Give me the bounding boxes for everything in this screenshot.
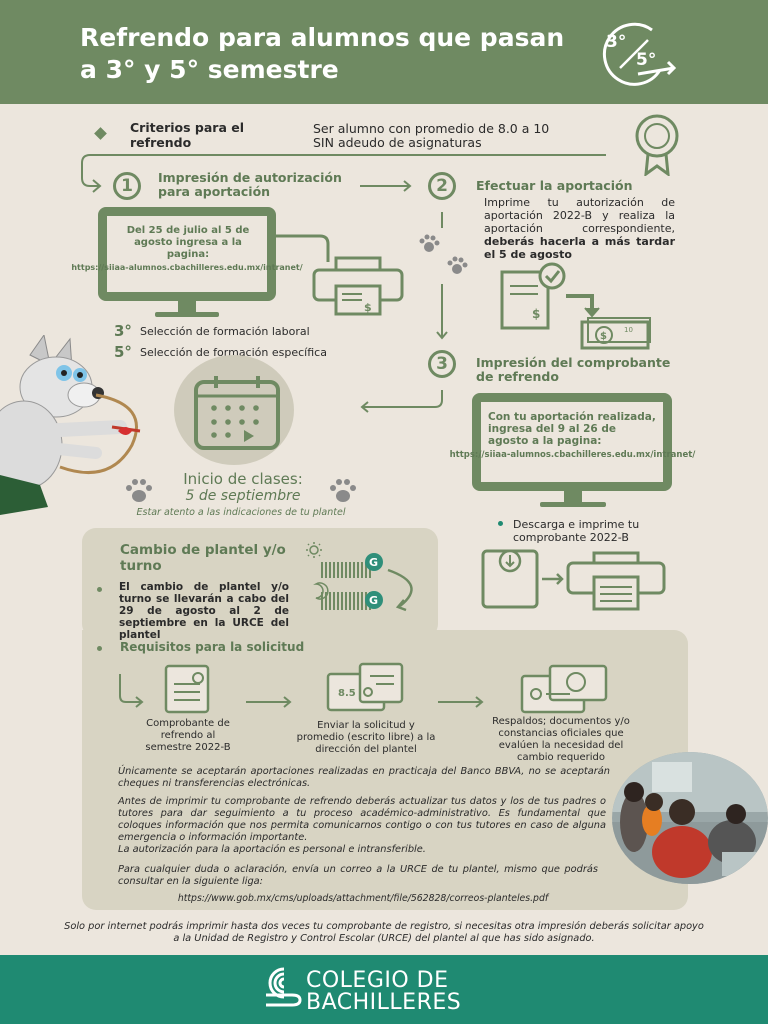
step3-number: 3: [428, 350, 456, 378]
step1-url[interactable]: https://siiaa-alumnos.cbachilleres.edu.m…: [71, 263, 303, 272]
requirement-2: Enviar la solicitud y promedio (escrito …: [296, 720, 436, 755]
step3-screen-text: Con tu aportación realizada, ingresa del…: [488, 411, 656, 447]
step3-url[interactable]: https://siiaa-alumnos.cbachilleres.edu.m…: [449, 450, 696, 460]
semester-5-text: Selección de formación específica: [140, 346, 327, 359]
step2-title: Efectuar la aportación: [476, 178, 633, 193]
footer-line2: BACHILLERES: [306, 990, 462, 1015]
classes-note: Estar atento a las indicaciones de tu pl…: [136, 507, 346, 518]
badge-bottom: 5°: [636, 50, 657, 70]
step2-text-regular: Imprime tu autorización de aportación 20…: [484, 196, 675, 235]
paw-icon: [447, 256, 468, 274]
step2-text-bold: deberás hacerla a más tardar el 5 de ago…: [484, 235, 675, 261]
monitor-stand: [178, 301, 196, 313]
notes-url[interactable]: https://www.gob.mx/cms/uploads/attachmen…: [177, 893, 549, 904]
criteria-line1: Ser alumno con promedio de 8.0 a 10: [313, 121, 550, 136]
step3-download: Descarga e imprime tu comprobante 2022-B: [513, 518, 640, 544]
change-title: Cambio de plantel y/o turno: [120, 542, 286, 574]
grade-label: 8.5: [338, 688, 356, 699]
monitor-base: [540, 502, 606, 507]
classes-title: Inicio de clases:: [183, 470, 303, 488]
criteria-line2: SIN adeudo de asignaturas: [313, 135, 482, 150]
classroom-photo-art: [612, 752, 768, 884]
badge-top: 3°: [606, 32, 627, 52]
paw-icon: [126, 479, 152, 502]
footer-bar: [0, 955, 768, 1024]
semester-3-text: Selección de formación laboral: [140, 325, 310, 338]
bullet-dot: [97, 587, 102, 592]
step1-screen-text: Del 25 de julio al 5 de agosto ingresa a…: [126, 225, 250, 260]
shift-change-icon: G G: [306, 542, 413, 612]
certificate-icon: [635, 114, 679, 176]
monitor-base: [155, 312, 219, 317]
step3-title: Impresión del comprobante de refrendo: [476, 355, 671, 384]
paw-icon: [330, 479, 356, 502]
classroom-photo: [612, 752, 768, 884]
circular-arrow-icon: [602, 22, 677, 86]
calendar-icon: [194, 376, 280, 450]
payment-document-icon: $ $ 10: [500, 262, 651, 350]
bullet-dot: [498, 521, 503, 526]
note-2: Antes de imprimir tu comprobante de refr…: [118, 796, 606, 843]
step2-number: 2: [428, 172, 456, 200]
change-text: El cambio de plantel y/o turno se llevar…: [119, 581, 289, 641]
download-print-icon: [481, 549, 666, 611]
paw-icon: [419, 234, 440, 252]
svg-text:10: 10: [624, 326, 633, 334]
step1-number: 1: [113, 172, 141, 200]
requirements-flow: 8.5: [119, 662, 608, 714]
svg-text:$: $: [600, 331, 607, 342]
svg-text:$: $: [364, 301, 372, 314]
monitor-stand: [564, 491, 582, 503]
step1-title: Impresión de autorización para aportació…: [158, 170, 342, 199]
svg-text:G: G: [369, 594, 378, 607]
printer-icon: $: [312, 256, 404, 316]
semester-5-num: 5°: [114, 343, 132, 361]
requirements-title: Requisitos para la solicitud: [120, 640, 305, 654]
bottom-note: Solo por internet podrás imprimir hasta …: [64, 921, 704, 944]
svg-text:G: G: [369, 556, 378, 569]
colegio-logo-icon: [266, 967, 302, 1007]
header-bar: [0, 0, 768, 104]
note-3: La autorización para la aportación es pe…: [118, 844, 426, 855]
step1-monitor: [98, 207, 276, 301]
classes-date: 5 de septiembre: [185, 488, 301, 504]
requirement-3: Respaldos; documentos y/o constancias of…: [492, 716, 630, 763]
semester-3-num: 3°: [114, 322, 132, 340]
svg-text:$: $: [532, 307, 540, 321]
mascot-image: [0, 335, 141, 515]
footer-line1: COLEGIO DE: [306, 968, 449, 993]
criteria-label: Criterios para el refrendo: [130, 120, 245, 150]
step2-text: Imprime tu autorización de aportación 20…: [484, 196, 675, 261]
diamond-icon: [94, 127, 107, 140]
requirement-1: Comprobante de refrendo al semestre 2022…: [145, 718, 231, 753]
bullet-dot: [97, 646, 102, 651]
semester-badge: 3° 5°: [590, 18, 680, 88]
note-4: Para cualquier duda o aclaración, envía …: [118, 864, 598, 887]
page-title: Refrendo para alumnos que pasan a 3° y 5…: [80, 23, 565, 84]
change-panel: [82, 528, 438, 638]
note-1: Únicamente se aceptarán aportaciones rea…: [118, 766, 610, 789]
step3-monitor: [472, 393, 672, 491]
